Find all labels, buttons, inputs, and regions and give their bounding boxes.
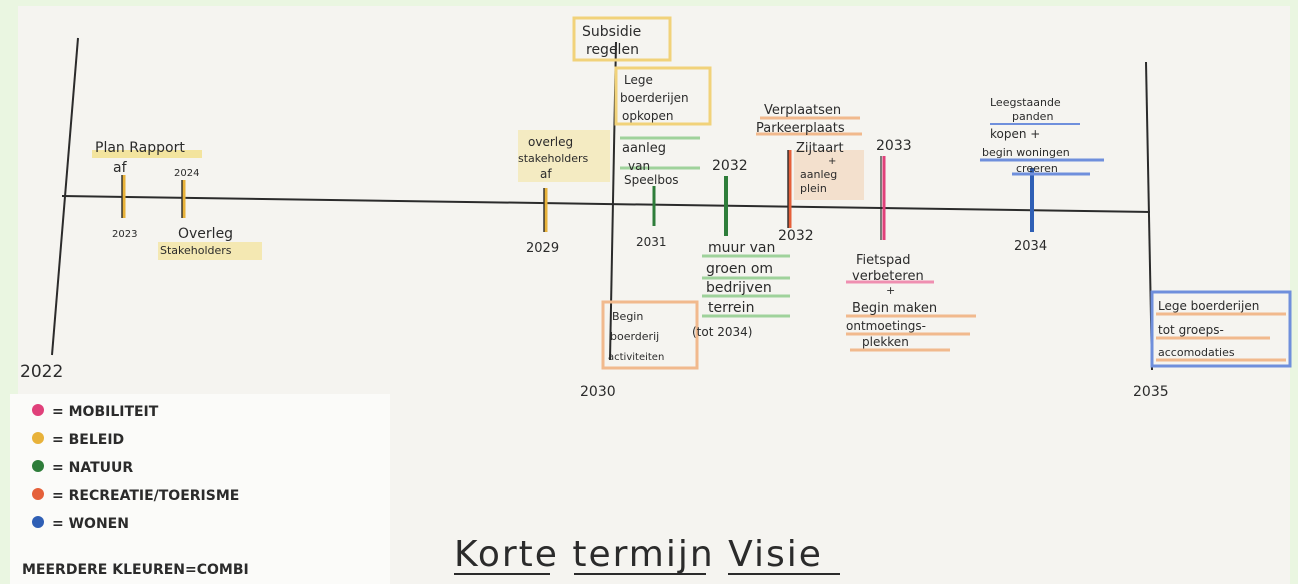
box-lege-line2: boerderijen <box>620 91 689 105</box>
legend-label-beleid: = BELEID <box>52 432 124 448</box>
label-2031-line2: van <box>628 159 650 173</box>
label-2033-line6: plekken <box>862 335 909 349</box>
label-2023-line1: Plan Rapport <box>95 140 185 156</box>
label-2023-line2: af <box>113 160 128 176</box>
box-2035-line1: Lege boerderijen <box>1158 299 1259 313</box>
legend-label-natuur: = NATUUR <box>52 460 133 476</box>
legend-dot-natuur <box>32 460 44 472</box>
box-subsidie <box>572 16 672 62</box>
label-2034-line3: kopen + <box>990 127 1040 141</box>
year-2030-label: 2030 <box>580 384 616 400</box>
legend-label-recreatie: = RECREATIE/TOERISME <box>52 488 239 504</box>
box-begin-line2: boerderij <box>610 330 659 343</box>
label-2032a-line4: terrein <box>708 300 754 316</box>
year-2034-tick-label: 2034 <box>1014 239 1047 254</box>
highlight-zijtaart <box>794 150 864 200</box>
legend-card <box>10 394 390 584</box>
label-2031-line1: aanleg <box>622 141 666 156</box>
box-2035-line2: tot groeps- <box>1158 323 1224 337</box>
label-2033-line2: verbeteren <box>852 269 924 284</box>
label-2029-line2: stakeholders <box>518 152 589 165</box>
year-2032b-tick-label: 2032 <box>778 228 814 244</box>
box-2035 <box>1150 290 1292 368</box>
highlight-2024 <box>158 242 262 260</box>
label-2032b-line5: aanleg <box>800 168 837 181</box>
box-lege-line3: opkopen <box>622 109 673 123</box>
label-2032a-line1: muur van <box>708 240 775 256</box>
box-lege-boerderijen <box>614 66 712 126</box>
year-2032a-tick-label: 2032 <box>712 158 748 174</box>
label-2032b-line4: + <box>828 156 836 167</box>
label-2032b-line6: plein <box>800 182 827 195</box>
highlight-2023 <box>92 150 202 158</box>
legend-footer: MEERDERE KLEUREN=COMBI <box>22 562 249 578</box>
label-2032b-line1: Verplaatsen <box>764 103 841 118</box>
box-begin-line3: activiteiten <box>608 352 664 363</box>
label-2024-line1: Overleg <box>178 226 233 242</box>
diagram-title: Korte termijn Visie <box>454 534 823 575</box>
label-2024-line2: Stakeholders <box>160 244 232 257</box>
label-2032a-note: (tot 2034) <box>692 325 752 339</box>
year-2029-tick-label: 2029 <box>526 241 559 256</box>
label-2033-line5: ontmoetings- <box>846 319 926 333</box>
label-2033-line4: Begin maken <box>852 301 937 316</box>
label-2034-line4: begin woningen <box>982 146 1070 159</box>
legend-dot-beleid <box>32 432 44 444</box>
label-2032a-line3: bedrijven <box>706 280 772 296</box>
label-2032b-line3: Zijtaart <box>796 141 844 156</box>
label-2034-line2: panden <box>1012 110 1053 123</box>
timeline-start-line <box>51 37 79 356</box>
label-2031-line3: Speelbos <box>624 173 679 187</box>
year-2031-tick-label: 2031 <box>636 235 667 249</box>
label-2032a-line2: groen om <box>706 261 773 277</box>
year-2033-tick-label: 2033 <box>876 138 912 154</box>
timeline-main-axis <box>61 195 1151 213</box>
year-2022-label: 2022 <box>20 362 63 382</box>
legend-dot-wonen <box>32 516 44 528</box>
legend-label-mobiliteit: = MOBILITEIT <box>52 404 159 420</box>
label-2029-line1: overleg <box>528 135 573 149</box>
label-2034-line5: creeren <box>1016 162 1058 175</box>
legend-label-wonen: = WONEN <box>52 516 129 532</box>
box-begin-line1: Begin <box>612 310 643 323</box>
label-2032b-line2: Parkeerplaats <box>756 121 845 136</box>
legend-dot-mobiliteit <box>32 404 44 416</box>
label-2033-line3: + <box>886 284 895 297</box>
year-2023-tick-label: 2023 <box>112 229 137 240</box>
legend-dot-recreatie <box>32 488 44 500</box>
label-2033-line1: Fietspad <box>856 253 910 268</box>
label-2029-line3: af <box>540 167 552 181</box>
legend: = MOBILITEIT = BELEID = NATUUR = RECREAT… <box>22 404 249 578</box>
label-2034-line1: Leegstaande <box>990 96 1061 109</box>
box-2035-line3: accomodaties <box>1158 346 1235 359</box>
box-begin-boerderij <box>601 300 699 370</box>
year-2035-label: 2035 <box>1133 384 1169 400</box>
box-lege-line1: Lege <box>624 73 653 87</box>
year-2024-tick-label: 2024 <box>174 168 199 179</box>
highlight-2029 <box>518 130 610 182</box>
box-subsidie-line1: Subsidie <box>582 24 641 40</box>
box-subsidie-line2: regelen <box>586 42 639 58</box>
